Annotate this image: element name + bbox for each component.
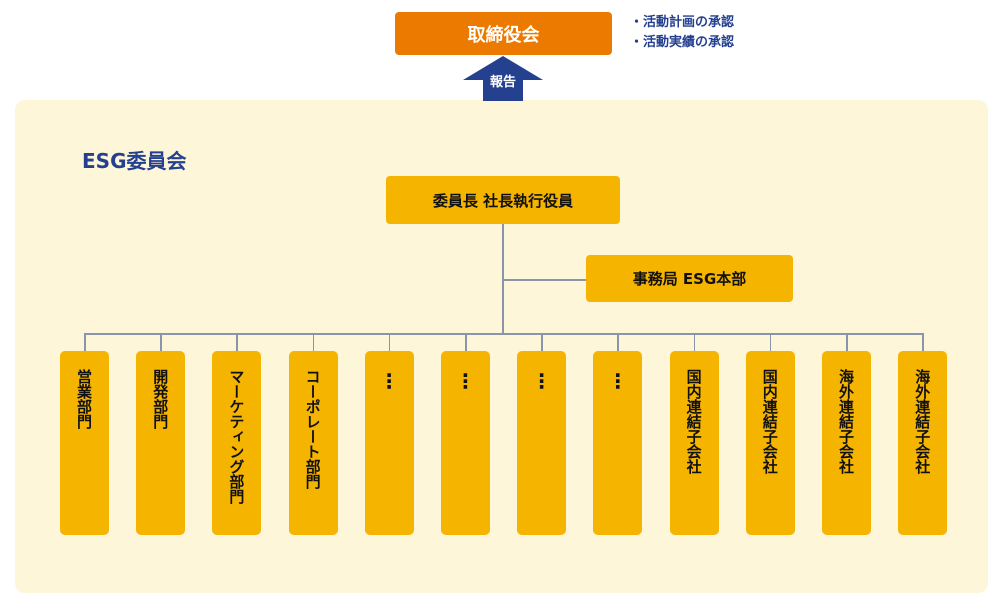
unit-box: ⋮: [593, 351, 643, 535]
committee-title: ESG委員会: [82, 149, 187, 173]
unit-box: コーポレート部門: [288, 351, 338, 535]
unit-label: 国内連結子会社: [760, 369, 779, 474]
unit-box: ⋮: [517, 351, 567, 535]
board-label: 取締役会: [467, 24, 540, 46]
unit-label: 営業部門: [75, 369, 93, 429]
connector-line: [388, 333, 391, 351]
note-item: ・活動実績の承認: [630, 35, 735, 50]
unit-box: 海外連結子会社: [898, 351, 948, 535]
unit-box: 営業部門: [60, 351, 109, 535]
unit-label: ⋮: [607, 369, 628, 393]
unit-label: マーケティング部門: [227, 369, 246, 504]
board-notes: ・活動計画の承認 ・活動実績の承認: [630, 13, 734, 53]
unit-box: ⋮: [364, 351, 414, 535]
unit-label: 海外連結子会社: [913, 369, 932, 474]
unit-label: ⋮: [531, 369, 552, 393]
unit-box: 海外連結子会社: [822, 351, 871, 535]
unit-box: 国内連結子会社: [669, 351, 719, 535]
connector-line: [503, 279, 586, 281]
connector-line: [617, 333, 619, 351]
connector-line: [502, 224, 504, 333]
report-arrow-icon: [463, 56, 543, 101]
unit-box: 国内連結子会社: [745, 351, 795, 535]
report-label: 報告: [489, 75, 516, 90]
unit-box: 開発部門: [136, 351, 186, 535]
unit-label: ⋮: [455, 369, 476, 393]
unit-label: コーポレート部門: [303, 369, 322, 489]
note-item: ・活動計画の承認: [630, 15, 735, 30]
connector-line: [160, 333, 162, 351]
secretariat-box: 事務局 ESG本部: [586, 255, 793, 302]
connector-line: [84, 333, 86, 351]
connector-line: [846, 333, 848, 351]
secretariat-label: 事務局 ESG本部: [632, 270, 747, 288]
connector-line: [693, 333, 696, 351]
unit-label: 海外連結子会社: [837, 369, 855, 474]
unit-box: マーケティング部門: [212, 351, 262, 535]
unit-label: 国内連結子会社: [684, 369, 703, 474]
connector-line: [541, 333, 543, 351]
chair-label: 委員長 社長執行役員: [432, 191, 574, 210]
unit-box: ⋮: [441, 351, 490, 535]
board-of-directors-box: 取締役会: [395, 12, 612, 55]
unit-label: 開発部門: [151, 369, 170, 429]
connector-line: [84, 333, 923, 335]
chair-box: 委員長 社長執行役員: [386, 176, 620, 224]
connector-line: [769, 333, 772, 351]
connector-line: [465, 333, 467, 351]
connector-line: [922, 333, 924, 351]
connector-line: [236, 333, 238, 351]
connector-line: [312, 333, 315, 351]
unit-label: ⋮: [379, 369, 400, 393]
